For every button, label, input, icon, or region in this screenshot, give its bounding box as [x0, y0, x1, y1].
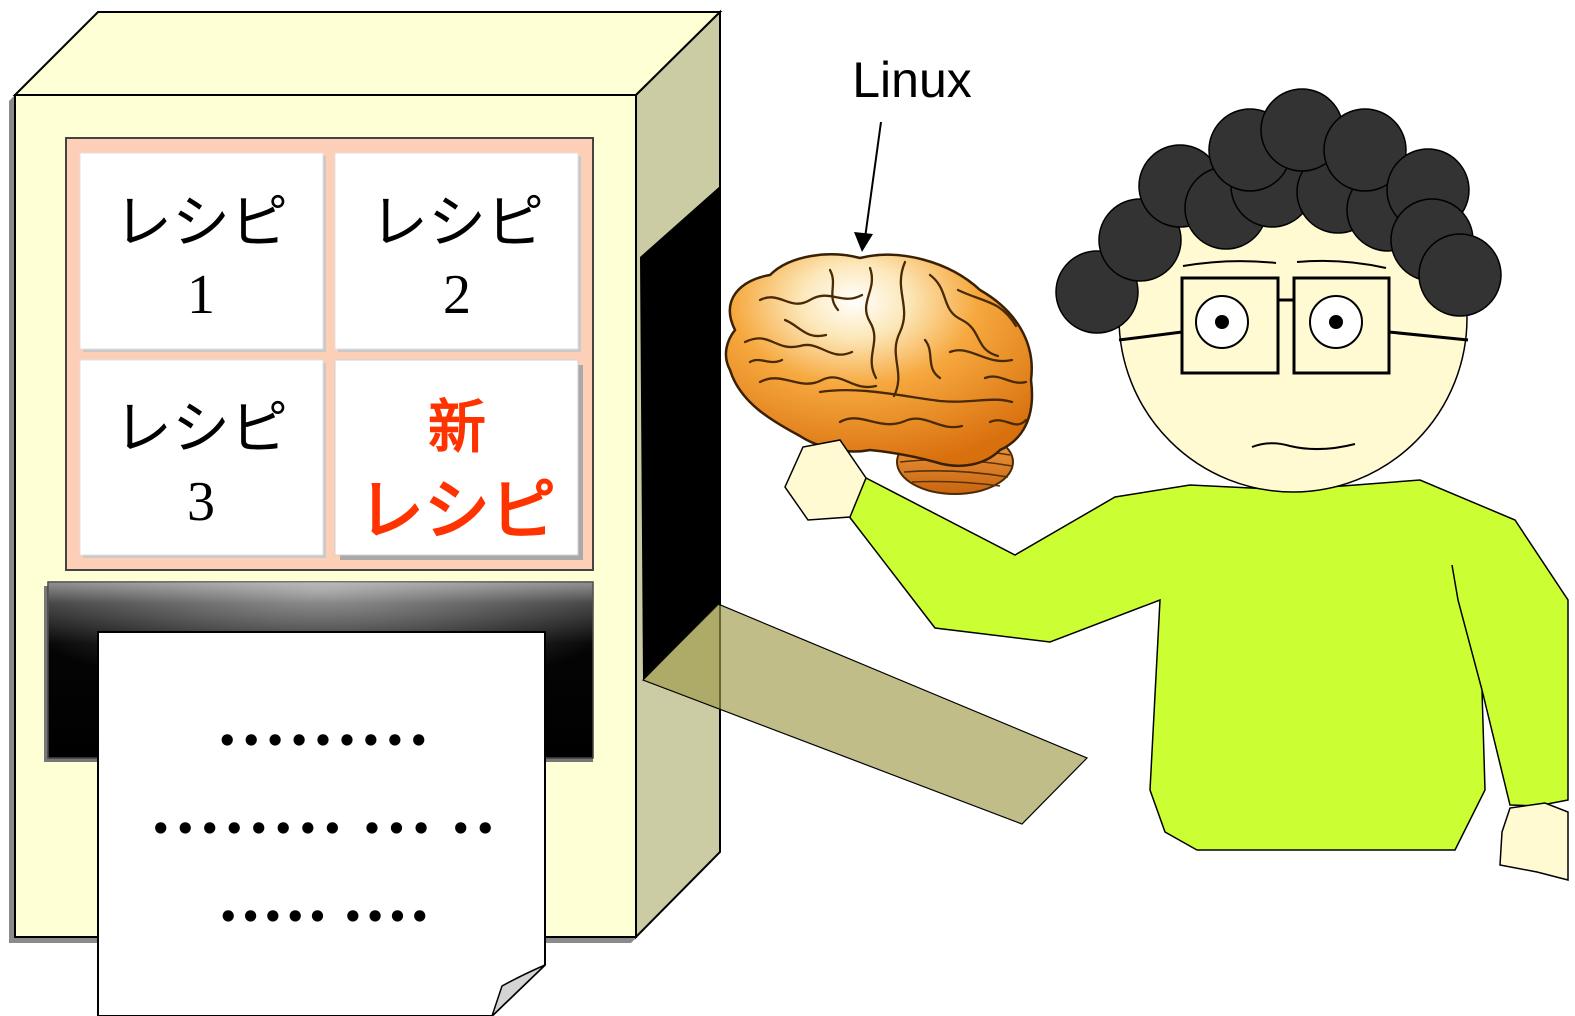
recipe-card-1-number: 1 — [187, 264, 215, 326]
person-eyes — [1195, 295, 1363, 349]
recipe-card-2: レシピ 2 — [334, 152, 581, 352]
person — [847, 476, 1569, 881]
recipe-card-3-number: 3 — [187, 471, 215, 533]
paper-line-3: ••••• •••• — [218, 898, 430, 936]
brain-cerebrum — [724, 253, 1034, 468]
paper-line-2: •••••••• ••• •• — [151, 810, 496, 848]
person-head — [1055, 88, 1502, 493]
recipe-card-1-title: レシピ — [114, 188, 288, 256]
new-recipe-card-new-label: 新 — [428, 393, 486, 461]
machine-top-face — [12, 11, 723, 96]
linux-label: Linux — [852, 52, 972, 108]
recipe-card-3: レシピ 3 — [79, 359, 326, 558]
recipe-machine: レシピ 1 レシピ 2 レシピ 3 新 レシピ — [9, 9, 723, 1016]
person-hair — [1055, 88, 1502, 334]
insertion-beam — [641, 603, 1089, 825]
machine-side-opening — [640, 186, 720, 680]
recipe-card-3-title: レシピ — [114, 394, 288, 462]
person-right-eyebrow — [1296, 259, 1387, 269]
person-left-eyebrow — [1182, 260, 1277, 267]
recipe-panel: レシピ 1 レシピ 2 レシピ 3 新 レシピ — [65, 137, 594, 571]
recipe-card-1: レシピ 1 — [79, 152, 326, 352]
card-face — [79, 152, 324, 350]
recipe-card-2-number: 2 — [443, 264, 471, 326]
brain-illustration — [724, 253, 1034, 495]
new-recipe-card: 新 レシピ — [334, 359, 583, 560]
printed-recipe-paper: ••••••••• •••••••• ••• •• ••••• •••• — [97, 631, 546, 1016]
linux-callout: Linux — [852, 52, 972, 252]
paper-curl — [491, 964, 546, 1016]
linux-arrow-line — [864, 121, 882, 239]
brain-gyri — [743, 260, 1028, 429]
recipe-card-2-title: レシピ — [370, 188, 544, 256]
person-right-arm-edge — [1451, 564, 1483, 691]
card-face — [334, 359, 579, 556]
glasses-icon — [1118, 276, 1469, 375]
new-recipe-card-title: レシピ — [358, 472, 556, 549]
person-right-hand — [1499, 802, 1569, 881]
person-mouth — [1251, 442, 1356, 451]
linux-arrow-head — [854, 232, 873, 252]
person-left-hand — [784, 439, 867, 521]
paper-line-1: ••••••••• — [217, 722, 429, 760]
card-face — [79, 359, 324, 556]
card-face — [334, 152, 579, 350]
